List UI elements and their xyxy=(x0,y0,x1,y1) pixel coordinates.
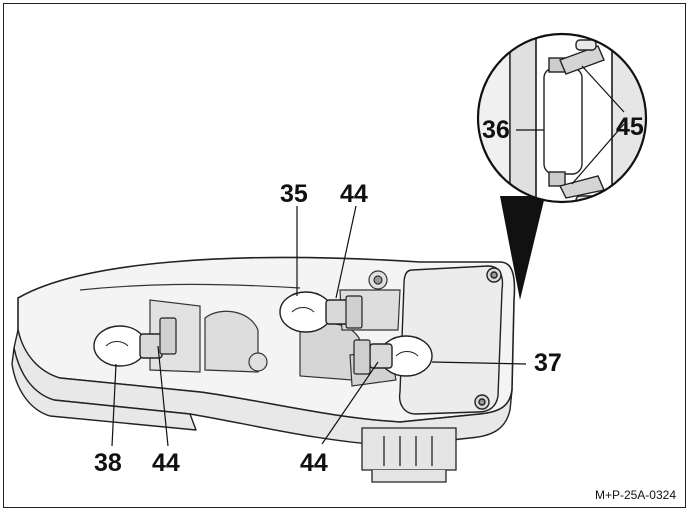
bulb-38 xyxy=(93,325,163,367)
callout-45: 45 xyxy=(616,113,644,141)
leader-lines xyxy=(111,65,625,447)
wiring-connector xyxy=(361,427,457,483)
lamp-right-block xyxy=(398,265,504,415)
callout-44-left: 44 xyxy=(152,449,180,477)
callout-44-top: 44 xyxy=(340,180,368,208)
callout-44-bottom: 44 xyxy=(300,449,328,477)
reference-code: M+P-25A-0324 xyxy=(594,488,676,502)
callout-37: 37 xyxy=(534,349,562,377)
bulb-37 xyxy=(369,335,433,377)
lamp-lower-body xyxy=(11,329,513,447)
bulb-holders xyxy=(159,295,371,375)
detail-pointer xyxy=(500,196,545,300)
bulb-35 xyxy=(279,291,349,333)
callout-35: 35 xyxy=(280,180,308,208)
callout-36: 36 xyxy=(482,116,510,144)
callout-38: 38 xyxy=(94,449,122,477)
